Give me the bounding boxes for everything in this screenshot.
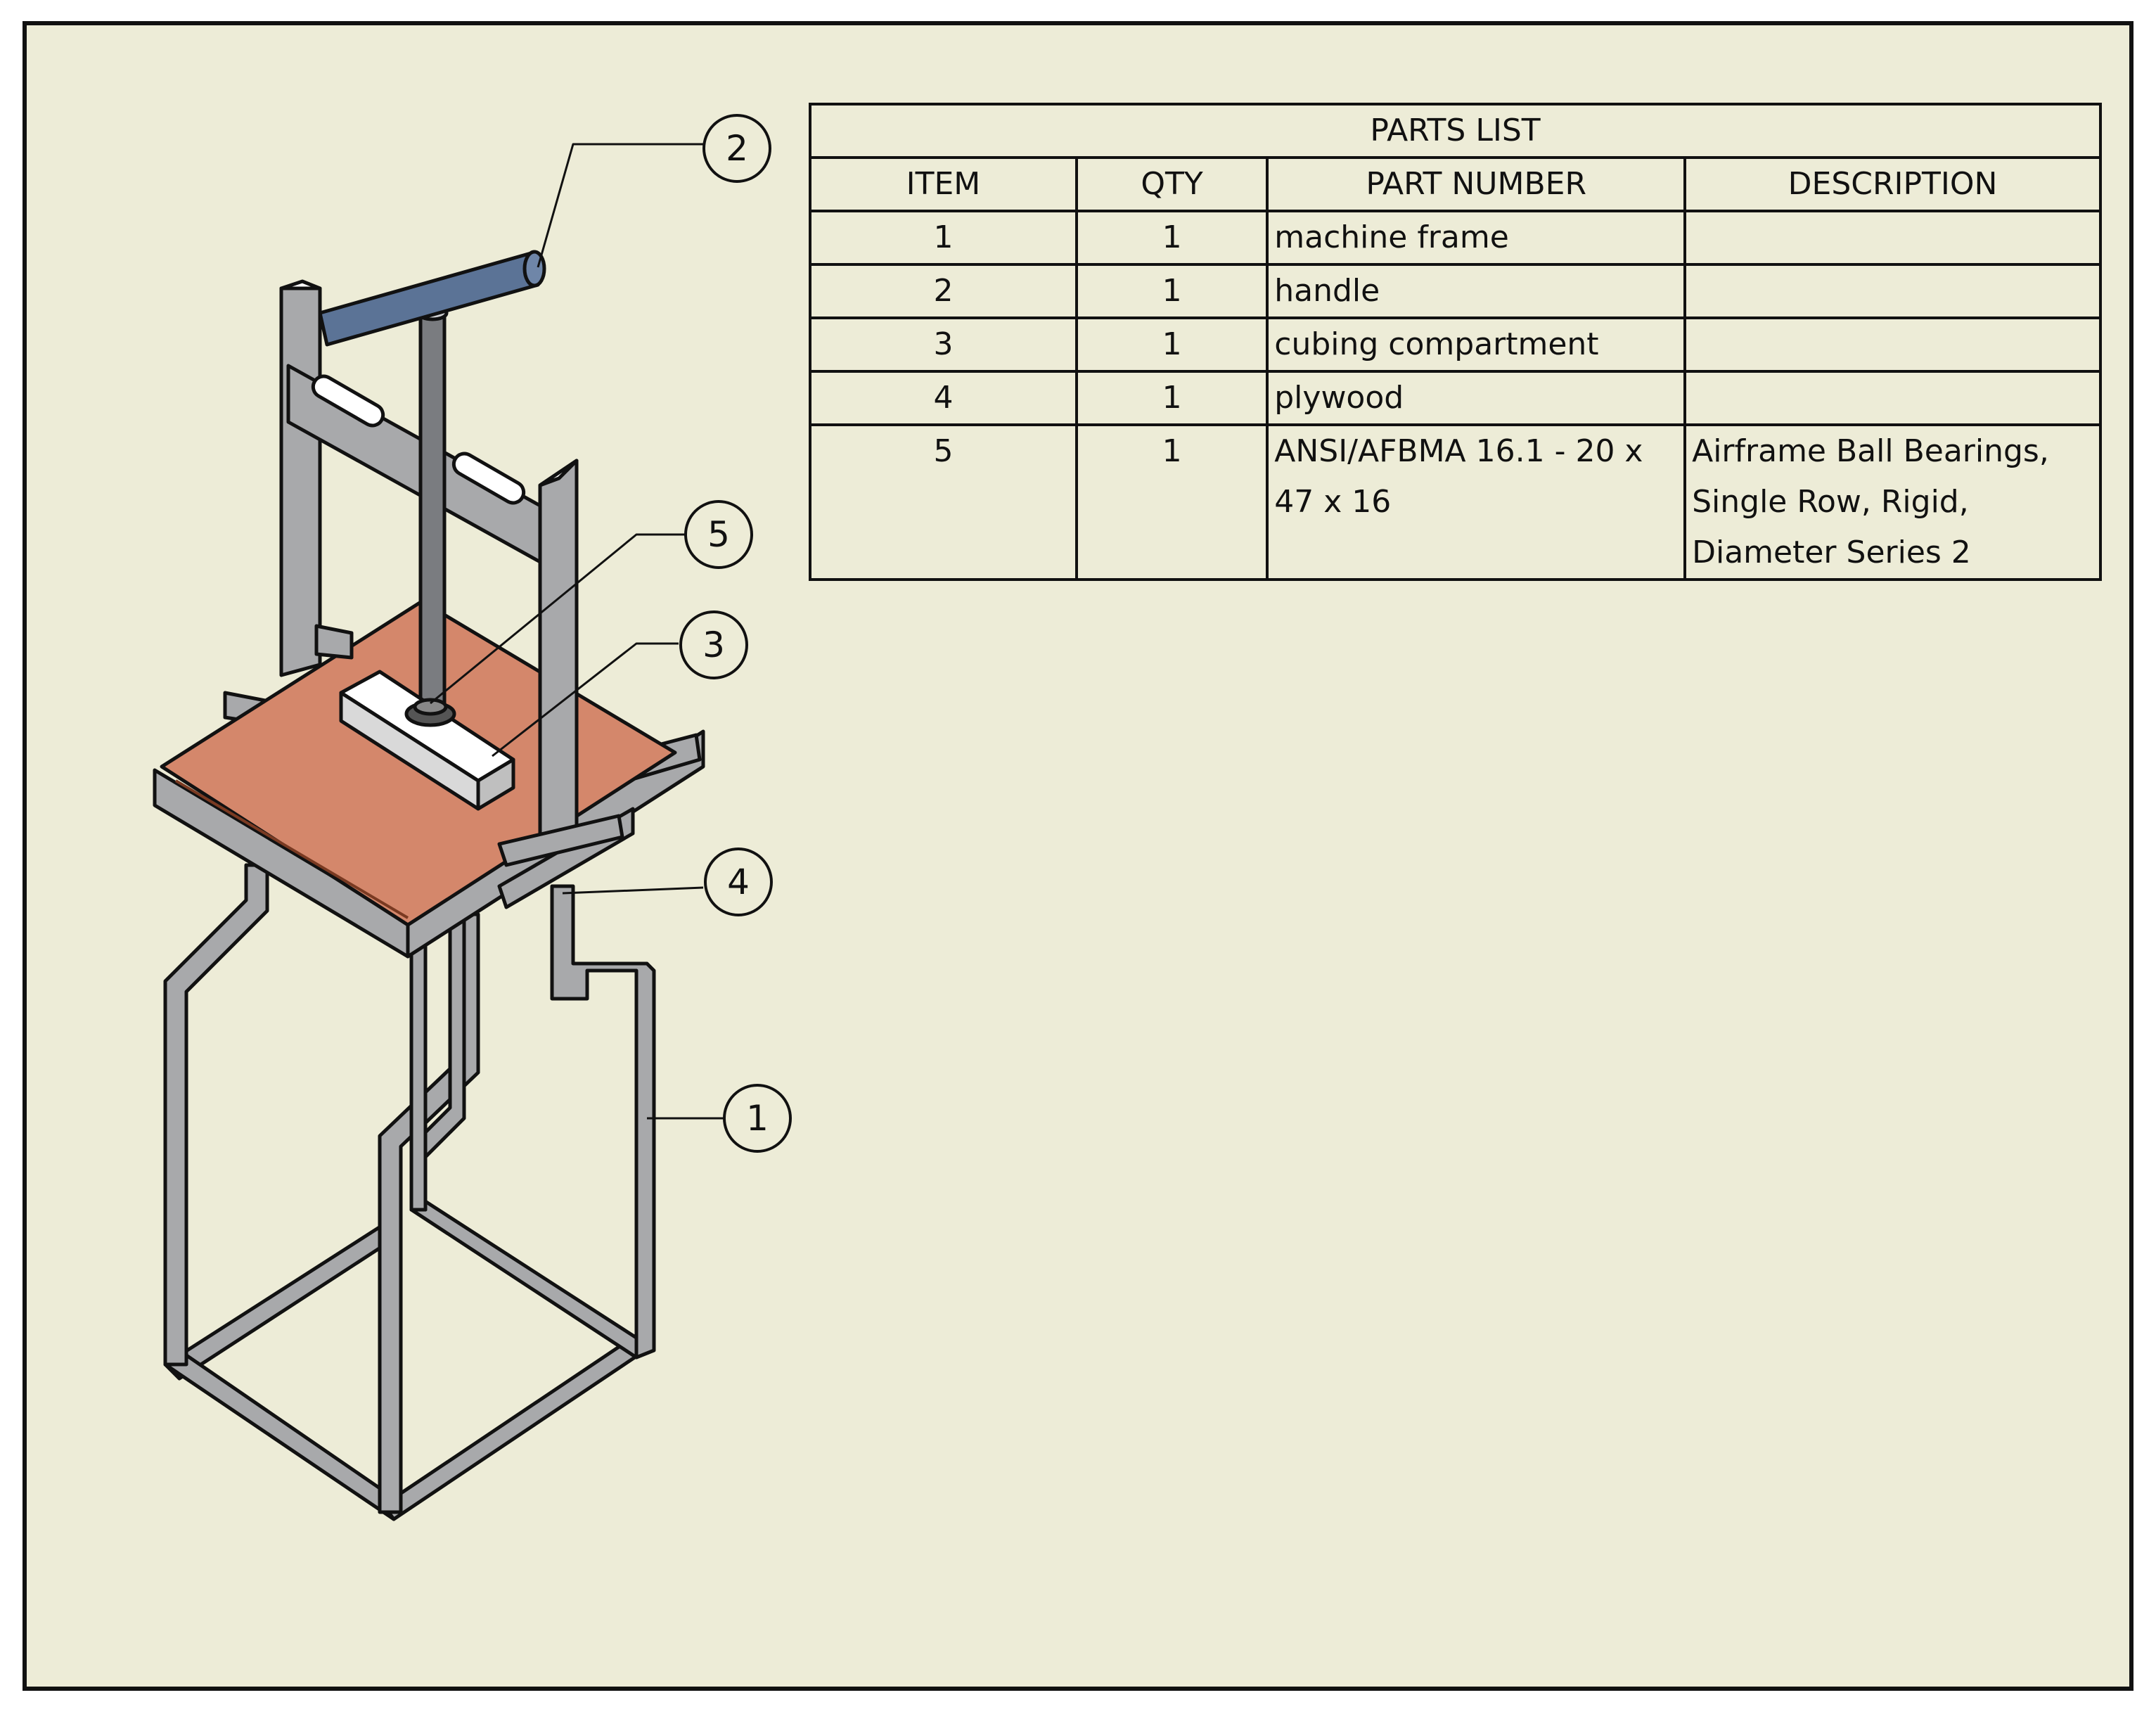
- table-row: 4 1 plywood: [809, 370, 2102, 426]
- row-qty: 1: [1074, 316, 1269, 373]
- row-description: [1683, 316, 2102, 373]
- row-item: 5: [809, 423, 1078, 581]
- row-item: 2: [809, 263, 1078, 319]
- balloon-4: 4: [704, 848, 773, 916]
- header-part-number: PART NUMBER: [1266, 156, 1687, 212]
- header-description: DESCRIPTION: [1683, 156, 2102, 212]
- row-item: 3: [809, 316, 1078, 373]
- table-row: 5 1 ANSI/AFBMA 16.1 - 20 x 47 x 16 Airfr…: [809, 423, 2102, 581]
- row-qty: 1: [1074, 263, 1269, 319]
- row-item: 4: [809, 370, 1078, 426]
- parts-list-title-row: PARTS LIST: [809, 103, 2102, 159]
- upper-frame: [279, 279, 624, 867]
- row-description: Airframe Ball Bearings, Single Row, Rigi…: [1683, 423, 2102, 581]
- table-row: 3 1 cubing compartment: [809, 316, 2102, 373]
- svg-text:5: 5: [707, 514, 730, 555]
- table-row: 2 1 handle: [809, 263, 2102, 319]
- balloon-5: 5: [684, 500, 753, 569]
- row-part-number: plywood: [1266, 370, 1687, 426]
- row-description: [1683, 210, 2102, 266]
- parts-list-title: PARTS LIST: [809, 103, 2102, 159]
- row-part-number: cubing compartment: [1266, 316, 1687, 373]
- row-qty: 1: [1074, 210, 1269, 266]
- header-qty: QTY: [1074, 156, 1269, 212]
- row-description: [1683, 370, 2102, 426]
- row-description: [1683, 263, 2102, 319]
- table-row: 1 1 machine frame: [809, 210, 2102, 266]
- balloon-1: 1: [723, 1084, 792, 1153]
- row-qty: 1: [1074, 423, 1269, 581]
- svg-text:4: 4: [727, 862, 750, 902]
- parts-list-table: PARTS LIST ITEM QTY PART NUMBER DESCRIPT…: [809, 103, 2102, 581]
- machine-frame: [163, 863, 656, 1521]
- balloon-3: 3: [679, 610, 748, 679]
- svg-text:2: 2: [726, 128, 748, 169]
- parts-list-header-row: ITEM QTY PART NUMBER DESCRIPTION: [809, 156, 2102, 212]
- row-part-number: handle: [1266, 263, 1687, 319]
- row-part-number: machine frame: [1266, 210, 1687, 266]
- leader-lines: [430, 143, 724, 1120]
- header-item: ITEM: [809, 156, 1078, 212]
- balloon-2: 2: [702, 114, 771, 183]
- row-item: 1: [809, 210, 1078, 266]
- svg-text:1: 1: [746, 1098, 769, 1139]
- svg-text:3: 3: [702, 625, 725, 665]
- press-rod: [416, 305, 449, 712]
- row-part-number: ANSI/AFBMA 16.1 - 20 x 47 x 16: [1266, 423, 1687, 581]
- row-qty: 1: [1074, 370, 1269, 426]
